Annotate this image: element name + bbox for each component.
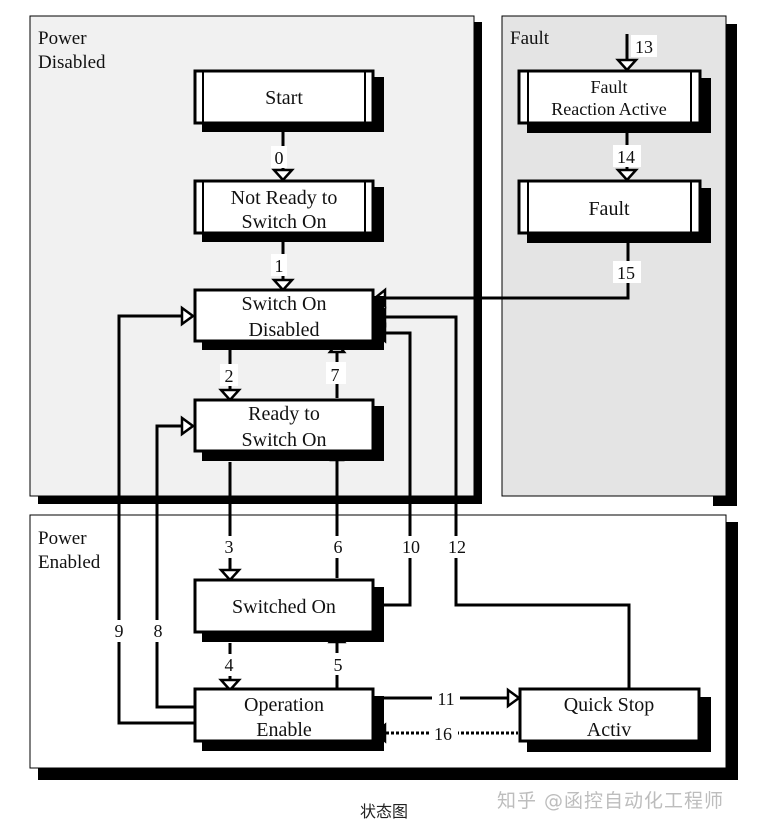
- arrowhead-0: [271, 168, 295, 182]
- state-label: Switch On: [242, 429, 327, 451]
- transition-labels: 0 1 2 7 3 6 10 12 4 5 9 8 11 16 13 14 15: [110, 35, 657, 744]
- transition-label-11: 11: [437, 689, 454, 709]
- state-label: Start: [265, 87, 303, 109]
- state-fault-reaction-active[interactable]: Fault Reaction Active: [517, 69, 711, 133]
- state-operation-enable[interactable]: Operation Enable: [193, 687, 384, 751]
- arrowhead-2: [218, 388, 242, 402]
- connector-8: [155, 424, 194, 709]
- transition-label-0: 0: [275, 148, 284, 168]
- state-ready-to-switch-on[interactable]: Ready to Switch On: [193, 398, 384, 461]
- arrowhead-4: [218, 678, 242, 692]
- transition-label-4: 4: [225, 655, 234, 675]
- state-quick-stop-activ[interactable]: Quick Stop Activ: [518, 687, 711, 752]
- transition-label-14: 14: [617, 147, 635, 167]
- transition-label-1: 1: [275, 256, 284, 276]
- transition-label-2: 2: [225, 366, 234, 386]
- state-label: Fault: [590, 77, 627, 97]
- region-label-power-2: Power: [38, 528, 87, 549]
- transition-label-5: 5: [334, 655, 343, 675]
- figure-caption: 状态图: [359, 802, 408, 821]
- state-label: Operation: [244, 694, 324, 716]
- transition-label-3: 3: [225, 537, 234, 557]
- state-switched-on[interactable]: Switched On: [193, 578, 384, 642]
- transition-label-8: 8: [154, 621, 163, 641]
- transition-label-16: 16: [434, 724, 452, 744]
- state-label: Ready to: [248, 403, 320, 425]
- arrowhead-1: [271, 278, 295, 292]
- state-fault[interactable]: Fault: [517, 179, 711, 243]
- state-label: Activ: [587, 719, 631, 741]
- state-label: Switch On: [242, 211, 327, 233]
- state-label: Reaction Active: [551, 99, 666, 119]
- arrowhead-3: [218, 568, 242, 582]
- transition-label-10: 10: [402, 537, 420, 557]
- connector-12: [384, 315, 631, 688]
- region-label-disabled: Disabled: [38, 52, 106, 73]
- transition-label-15: 15: [617, 263, 635, 283]
- arrowhead-8: [180, 415, 196, 437]
- transition-label-6: 6: [334, 537, 343, 557]
- state-label: Not Ready to: [231, 187, 338, 209]
- state-switch-on-disabled[interactable]: Switch On Disabled: [193, 288, 384, 350]
- connector-10: [382, 331, 412, 607]
- region-label-fault: Fault: [510, 28, 550, 49]
- state-label: Enable: [256, 719, 312, 741]
- state-label: Disabled: [248, 319, 319, 341]
- state-not-ready-to-switch-on[interactable]: Not Ready to Switch On: [193, 179, 384, 242]
- transition-label-9: 9: [115, 621, 124, 641]
- connector-9: [117, 314, 194, 725]
- transition-label-13: 13: [635, 37, 653, 57]
- region-label-enabled: Enabled: [38, 552, 101, 573]
- state-label: Fault: [588, 198, 630, 220]
- state-start[interactable]: Start: [193, 69, 384, 132]
- transition-label-7: 7: [331, 365, 340, 385]
- watermark: 知乎 @函控自动化工程师: [497, 790, 725, 812]
- arrowhead-14: [615, 168, 639, 182]
- region-label-power: Power: [38, 28, 87, 49]
- transition-label-12: 12: [448, 537, 466, 557]
- arrowhead-13: [615, 58, 639, 72]
- state-label: Switched On: [232, 596, 336, 618]
- state-label: Quick Stop: [564, 694, 655, 716]
- state-label: Switch On: [242, 293, 327, 315]
- arrowhead-11: [506, 687, 522, 709]
- arrowhead-9: [180, 305, 196, 327]
